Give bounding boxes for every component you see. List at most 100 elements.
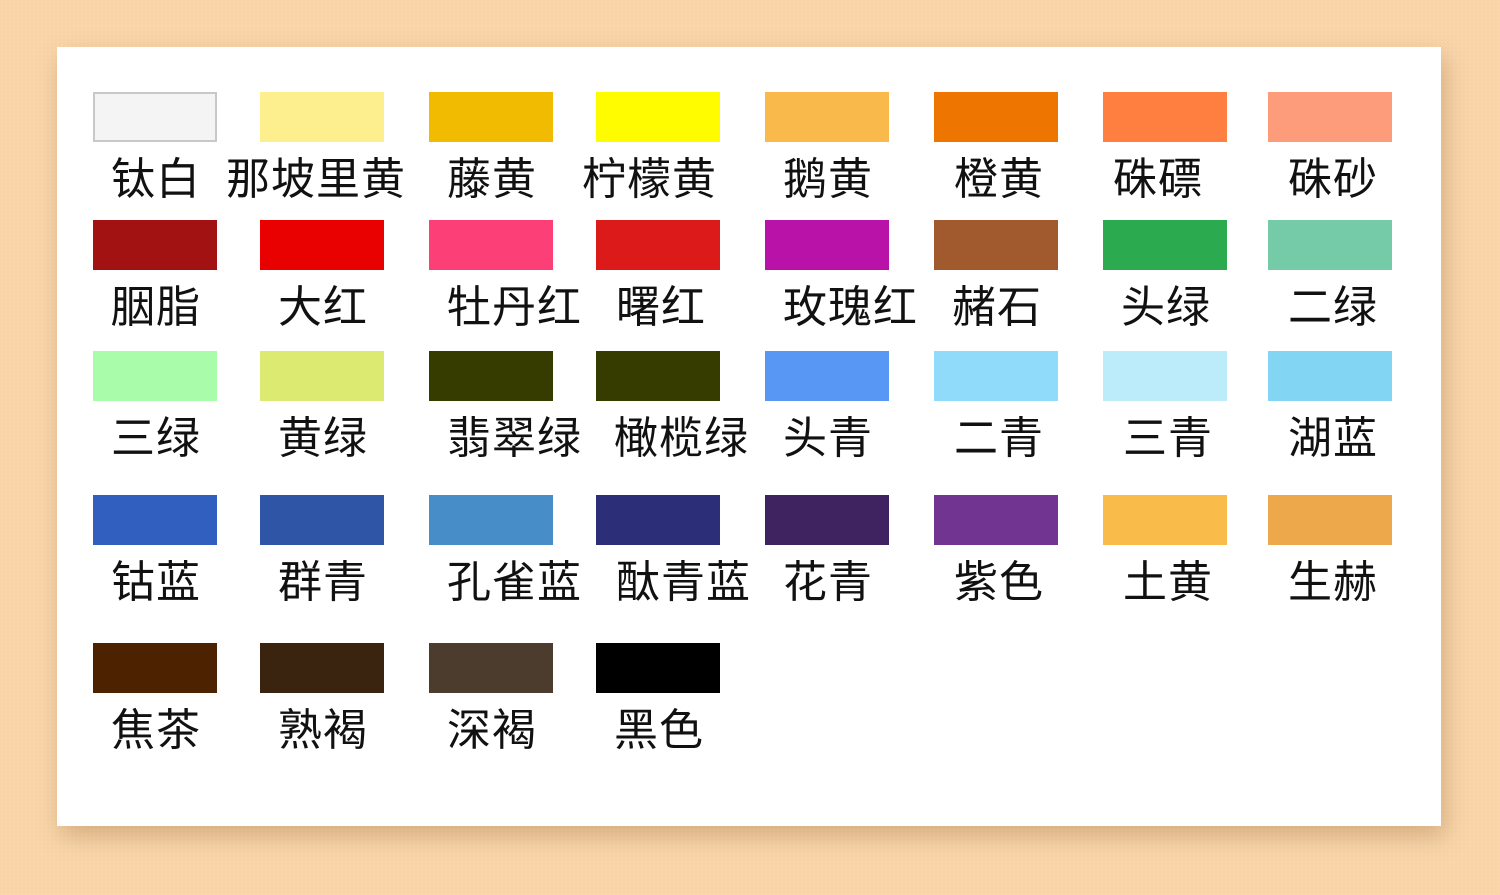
color-name-label: 硃砂 [1288,154,1378,205]
color-swatch [596,351,720,401]
color-swatch [596,643,720,693]
color-swatch-item: 孔雀蓝 [429,495,589,625]
color-swatch [93,92,217,142]
color-swatch-item: 大红 [260,220,420,350]
color-swatch [1268,495,1392,545]
color-name-label: 藤黄 [447,154,537,205]
color-swatch [1268,92,1392,142]
color-name-label: 头绿 [1121,282,1211,333]
color-swatch-item: 群青 [260,495,420,625]
color-swatch-item: 三绿 [93,351,253,481]
color-name-label: 群青 [278,557,368,608]
color-swatch-item: 土黄 [1103,495,1263,625]
color-swatch [429,643,553,693]
color-name-label: 头青 [783,413,873,464]
color-name-label: 曙红 [616,282,706,333]
color-swatch-item: 焦茶 [93,643,253,773]
color-swatch-item: 鹅黄 [765,92,925,222]
color-name-label: 牡丹红 [447,282,582,333]
color-swatch-item: 那坡里黄 [226,92,420,222]
color-swatch-item: 头绿 [1103,220,1263,350]
color-swatch [1103,495,1227,545]
color-swatch [260,495,384,545]
color-swatch-item: 深褐 [429,643,589,773]
color-name-label: 翡翠绿 [447,413,582,464]
color-name-label: 硃磦 [1113,154,1203,205]
color-swatch-item: 牡丹红 [429,220,589,350]
color-swatch [429,92,553,142]
color-swatch [765,92,889,142]
color-name-label: 酞青蓝 [616,557,751,608]
color-swatch-item: 橙黄 [934,92,1094,222]
color-swatch [1103,220,1227,270]
color-swatch [93,220,217,270]
color-name-label: 大红 [278,282,368,333]
color-name-label: 鹅黄 [783,154,873,205]
color-swatch [934,220,1058,270]
color-swatch-item: 花青 [765,495,925,625]
color-name-label: 土黄 [1123,557,1213,608]
color-swatch-item: 胭脂 [93,220,253,350]
color-swatch-item: 硃磦 [1103,92,1263,222]
color-swatch [934,92,1058,142]
color-name-label: 钴蓝 [111,557,201,608]
color-swatch [93,495,217,545]
color-name-label: 橄榄绿 [614,413,749,464]
color-swatch-item: 橄榄绿 [596,351,756,481]
color-swatch-item: 玫瑰红 [765,220,925,350]
color-swatch [934,495,1058,545]
color-name-label: 紫色 [954,557,1044,608]
color-swatch [429,351,553,401]
color-name-label: 熟褐 [278,705,368,756]
color-name-label: 深褐 [447,705,537,756]
color-swatch [1268,351,1392,401]
color-swatch-item: 钛白 [93,92,253,222]
color-name-label: 那坡里黄 [226,154,406,205]
color-swatch [765,220,889,270]
color-name-label: 湖蓝 [1288,413,1378,464]
color-swatch [1103,351,1227,401]
color-swatch [596,92,720,142]
color-swatch [596,220,720,270]
color-name-label: 赭石 [952,282,1042,333]
color-swatch-item: 曙红 [596,220,756,350]
color-name-label: 三绿 [111,413,201,464]
color-swatch-item: 生赫 [1268,495,1428,625]
color-swatch-item: 黑色 [596,643,756,773]
color-name-label: 黑色 [614,705,704,756]
color-swatch [260,643,384,693]
color-swatch-item: 赭石 [934,220,1094,350]
color-name-label: 橙黄 [954,154,1044,205]
color-name-label: 二绿 [1288,282,1378,333]
color-name-label: 花青 [783,557,873,608]
color-swatch [1268,220,1392,270]
color-swatch [429,495,553,545]
color-swatch [765,351,889,401]
color-swatch-item: 二绿 [1268,220,1428,350]
color-swatch-item: 头青 [765,351,925,481]
color-swatch [93,643,217,693]
color-swatch-item: 翡翠绿 [429,351,589,481]
color-name-label: 柠檬黄 [582,154,717,205]
color-name-label: 焦茶 [111,705,201,756]
color-swatch [260,92,384,142]
color-swatch [765,495,889,545]
color-palette-card: 钛白那坡里黄藤黄柠檬黄 鹅黄 橙黄 硃磦 硃砂胭脂 大红 牡丹红曙红 玫瑰红赭石 头绿 二绿三绿 黄… [57,47,1441,826]
color-swatch-item: 藤黄 [429,92,589,222]
color-name-label: 钛白 [111,154,201,205]
color-swatch-item: 熟褐 [260,643,420,773]
color-swatch [429,220,553,270]
color-swatch-item: 柠檬黄 [582,92,756,222]
color-name-label: 胭脂 [111,282,201,333]
color-swatch-item: 钴蓝 [93,495,253,625]
color-swatch-item: 二青 [934,351,1094,481]
color-swatch-item: 黄绿 [260,351,420,481]
color-swatch [1103,92,1227,142]
color-name-label: 二青 [954,413,1044,464]
color-swatch-item: 三青 [1103,351,1263,481]
color-name-label: 孔雀蓝 [447,557,582,608]
color-swatch [260,351,384,401]
color-swatch-item: 酞青蓝 [596,495,756,625]
color-swatch [260,220,384,270]
color-name-label: 玫瑰红 [783,282,918,333]
